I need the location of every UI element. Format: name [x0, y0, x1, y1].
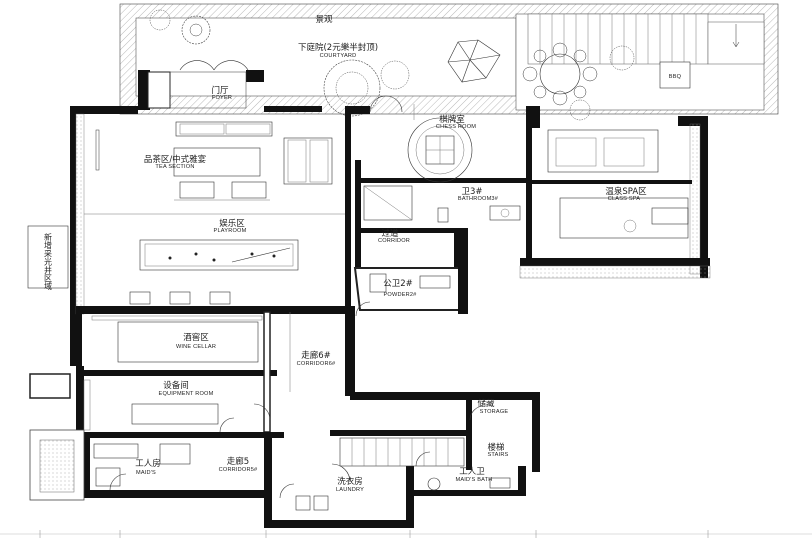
maid-room: 工人房 MAID'S [93, 443, 191, 487]
plant-icon [569, 45, 635, 121]
stairs-label-en: STAIRS [488, 452, 509, 458]
corridor6-label-en: CORRIDOR6# [297, 361, 336, 367]
spa-label-cn: 温泉SPA区 [605, 186, 647, 197]
tea-label-cn: 品茶区/中式雅宴 [144, 154, 206, 165]
walls [29, 70, 711, 528]
laundry-room: 洗衣房 LAUNDRY [295, 463, 364, 511]
corridor5-label-cn: 走廊5 [227, 456, 249, 467]
lightwell-annotation: 新增采光井区域 [27, 225, 69, 291]
courtyard-stairs [527, 13, 765, 65]
laundry-label-cn: 洗衣房 [337, 476, 363, 487]
lightwell-label: 新增采光井区域 [44, 232, 52, 291]
corridor6-room: 走廊6# CORRIDOR6# [289, 312, 336, 392]
courtyard-label-en: COURTYARD [320, 53, 357, 59]
maid-bath-label-cn: 工人卫 [459, 467, 485, 477]
maid-label-en: MAID'S [136, 470, 156, 476]
courtyard-area: BBQ 景观 下庭院(2元樂半封顶) COURTYARD [119, 3, 779, 121]
spa-room: 温泉SPA区 CLASS SPA [547, 129, 689, 239]
corridor-label-cn: 过道 [381, 228, 399, 239]
corridor-room: 过道 CORRIDOR [378, 228, 410, 244]
corridor-label-en: CORRIDOR [378, 238, 410, 244]
plant-icon [323, 59, 381, 117]
storage-label-en: STORAGE [480, 409, 509, 415]
corridor6-label-cn: 走廊6# [301, 350, 331, 361]
chess-label-en: CHESS ROOM [436, 124, 476, 130]
playroom-label-en: PLAYROOM [214, 228, 247, 234]
laundry-label-en: LAUNDRY [336, 487, 364, 493]
powder-room: 公卫2# POWDER2# [369, 273, 451, 298]
equipment-label-en: EQUIPMENT ROOM [159, 391, 214, 397]
storage-room: 储藏 STORAGE [477, 398, 508, 415]
equipment-room: 设备间 EQUIPMENT ROOM [83, 379, 271, 431]
stairs-room: 楼梯 STAIRS [339, 437, 509, 467]
dimension-line [0, 530, 812, 538]
maid-bath-label-en: MAID'S BATH [455, 477, 492, 483]
outdoor-dining-set [522, 42, 598, 106]
stairs-label-cn: 楼梯 [487, 442, 505, 453]
wine-cellar-room: 酒窖区 WINE CELLAR [91, 315, 263, 363]
storage-label-cn: 储藏 [477, 398, 495, 409]
courtyard-label-cn: 下庭院(2元樂半封顶) [298, 42, 378, 53]
umbrella-icon [447, 39, 501, 83]
wine-label-cn: 酒窖区 [183, 332, 209, 343]
maid-label-cn: 工人房 [135, 458, 161, 469]
courtyard-top-label: 景观 [315, 15, 333, 25]
wine-label-en: WINE CELLAR [176, 344, 216, 350]
tea-section-room: 品茶区/中式雅宴 TEA SECTION [144, 121, 333, 201]
bathroom3-room: 卫3# BATHROOM3# [363, 185, 521, 223]
maid-bath-room: 工人卫 MAID'S BATH [427, 467, 511, 491]
plant-icon [149, 9, 211, 45]
foyer-label-cn: 门厅 [211, 85, 229, 96]
corridor5-label-en: CORRIDOR5# [219, 467, 258, 473]
corridor5-room: 走廊5 CORRIDOR5# [219, 456, 258, 473]
bathroom3-label-en: BATHROOM3# [458, 196, 499, 202]
bbq-grill: BBQ [659, 61, 691, 89]
bbq-label: BBQ [669, 74, 682, 80]
chess-label-cn: 棋牌室 [439, 114, 465, 125]
spa-label-en: CLASS SPA [608, 196, 641, 202]
powder-label-en: POWDER2# [384, 292, 418, 298]
tea-label-en: TEA SECTION [155, 164, 194, 170]
foyer-room: 门厅 FOYER [169, 60, 249, 109]
bathroom3-label-cn: 卫3# [461, 187, 482, 197]
powder-label-cn: 公卫2# [383, 279, 413, 289]
chess-room: 棋牌室 CHESS ROOM [369, 95, 476, 183]
foyer-label-en: FOYER [212, 95, 232, 101]
equipment-label-cn: 设备间 [163, 380, 189, 391]
playroom-label-cn: 娱乐区 [219, 218, 245, 229]
plant-icon [380, 60, 410, 90]
door-swings [109, 301, 485, 499]
playroom-room: 娱乐区 PLAYROOM [84, 213, 345, 305]
